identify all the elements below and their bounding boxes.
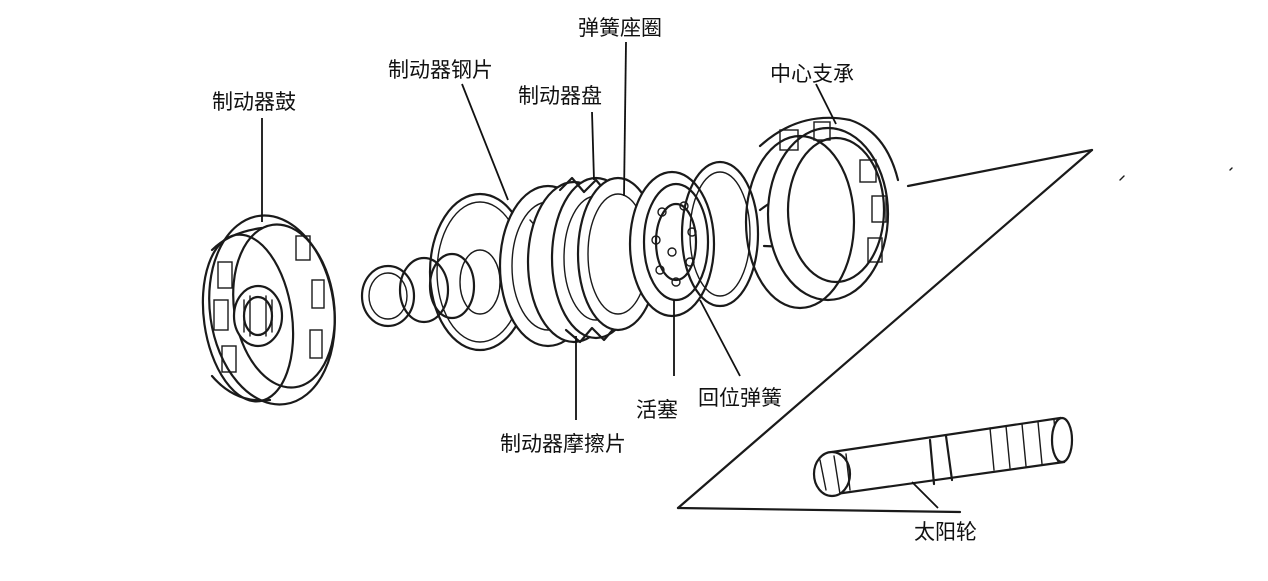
label-center-support: 中心支承 [770, 62, 854, 86]
label-return-spring: 回位弹簧 [698, 386, 782, 410]
label-piston: 活塞 [636, 398, 678, 422]
label-sun-gear: 太阳轮 [914, 520, 977, 544]
label-spring-seat: 弹簧座圈 [578, 16, 662, 40]
label-brake-friction-plate: 制动器摩擦片 [500, 432, 626, 456]
snap-rings [360, 249, 501, 328]
label-brake-steel-plate: 制动器钢片 [388, 58, 493, 82]
brake-drum-part [201, 214, 336, 406]
label-brake-disc: 制动器盘 [518, 84, 602, 108]
sun-gear-part [676, 148, 1233, 514]
brake-disc-stack [498, 176, 660, 348]
leader-lines [261, 41, 939, 509]
label-brake-drum: 制动器鼓 [212, 90, 296, 114]
piston-and-spring-part [628, 160, 760, 318]
center-support-part [744, 116, 900, 310]
